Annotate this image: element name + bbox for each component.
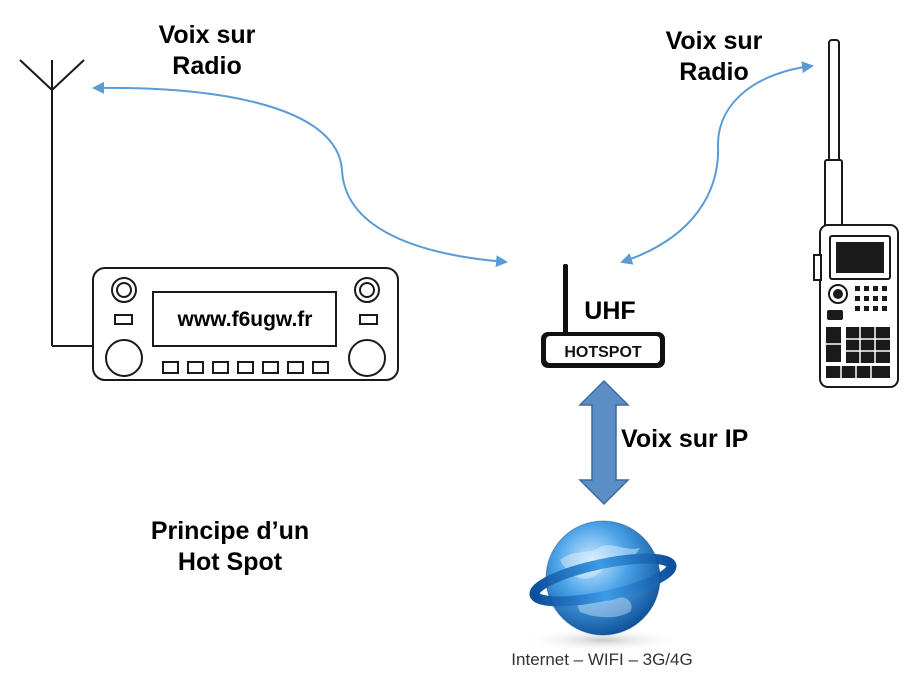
title-line2: Hot Spot xyxy=(177,548,283,576)
globe-icon xyxy=(521,520,685,652)
voice-radio-left-line1: Voix sur xyxy=(158,21,256,49)
voice-radio-left-line2: Radio xyxy=(172,52,242,80)
ip-double-arrow xyxy=(578,379,630,506)
uhf-label: UHF xyxy=(584,297,636,325)
title-line1: Principe d’un xyxy=(150,517,310,545)
voice-radio-right-label: Voix sur Radio xyxy=(639,26,789,88)
diagram-title: Principe d’un Hot Spot xyxy=(130,516,330,578)
antenna-icon xyxy=(19,59,93,347)
internet-caption: Internet – WIFI – 3G/4G xyxy=(511,650,693,669)
voice-radio-right-line1: Voix sur xyxy=(665,27,763,55)
mobile-radio-icon xyxy=(92,267,399,381)
hotspot-icon xyxy=(541,264,665,368)
radio-voice-arrow-right xyxy=(620,61,814,265)
voice-radio-left-label: Voix sur Radio xyxy=(132,20,282,82)
mobile-radio-display-text: www.f6ugw.fr xyxy=(177,308,313,331)
handheld-radio-icon xyxy=(813,39,899,388)
hotspot-label: HOTSPOT xyxy=(564,344,642,361)
radio-voice-arrow-left xyxy=(92,81,508,268)
voice-ip-label: Voix sur IP xyxy=(621,425,749,453)
voice-radio-right-line2: Radio xyxy=(679,58,749,86)
